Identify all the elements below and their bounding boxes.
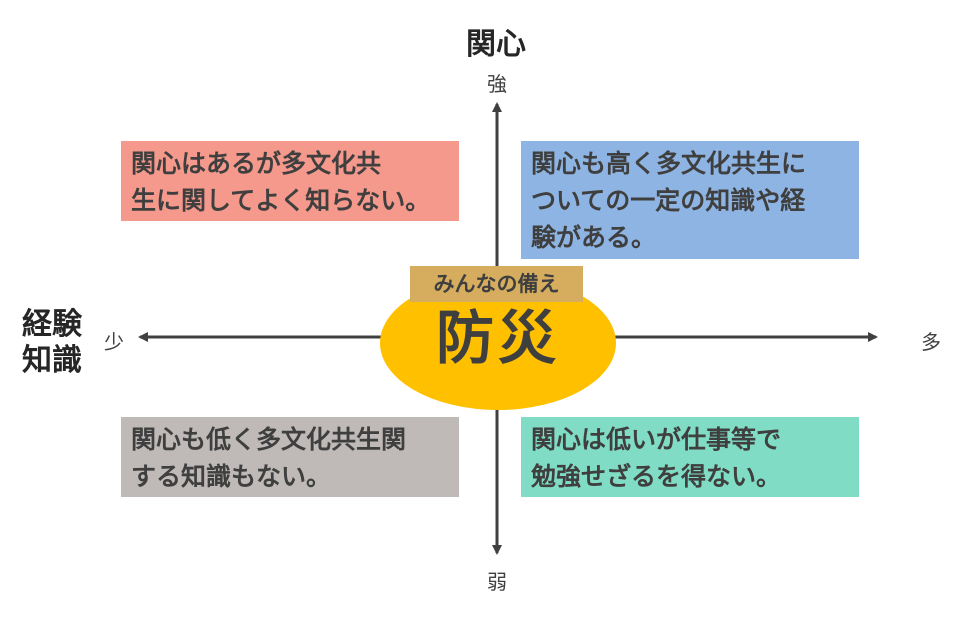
- center-tag: みんなの備え: [410, 266, 583, 302]
- quadrant-text-line: 関心はあるが多文化共: [131, 149, 382, 178]
- quadrant-bottom-right: 関心は低いが仕事等で 勉強せざるを得ない。: [521, 417, 859, 497]
- quadrant-bottom-left: 関心も低く多文化共生関 する知識もない。: [121, 417, 459, 497]
- quadrant-text-line: ついての一定の知識や経: [531, 186, 806, 215]
- quadrant-text-line: 験がある。: [531, 223, 657, 252]
- quadrant-top-right: 関心も高く多文化共生に ついての一定の知識や経 験がある。: [521, 141, 859, 259]
- quadrant-text-line: 生に関してよく知らない。: [131, 186, 431, 215]
- vertical-low-label: 弱: [487, 570, 507, 594]
- vertical-high-label: 強: [487, 72, 507, 96]
- vertical-axis-title: 関心: [466, 27, 526, 62]
- horizontal-high-label: 多: [921, 330, 941, 354]
- quadrant-text-line: 関心も低く多文化共生関: [131, 425, 407, 454]
- horizontal-axis-title-line: 知識: [22, 343, 82, 378]
- quadrant-text-line: する知識もない。: [131, 462, 332, 491]
- quadrant-text-line: 関心も高く多文化共生に: [531, 149, 807, 178]
- quadrant-top-left: 関心はあるが多文化共 生に関してよく知らない。: [121, 141, 459, 221]
- horizontal-axis-title-line: 経験: [22, 307, 82, 342]
- quadrant-text-line: 勉強せざるを得ない。: [531, 462, 782, 491]
- center-title: 防災: [435, 304, 560, 372]
- horizontal-axis-title: 経験 知識: [22, 307, 82, 379]
- horizontal-low-label: 少: [104, 330, 124, 354]
- quadrant-text-line: 関心は低いが仕事等で: [531, 425, 782, 454]
